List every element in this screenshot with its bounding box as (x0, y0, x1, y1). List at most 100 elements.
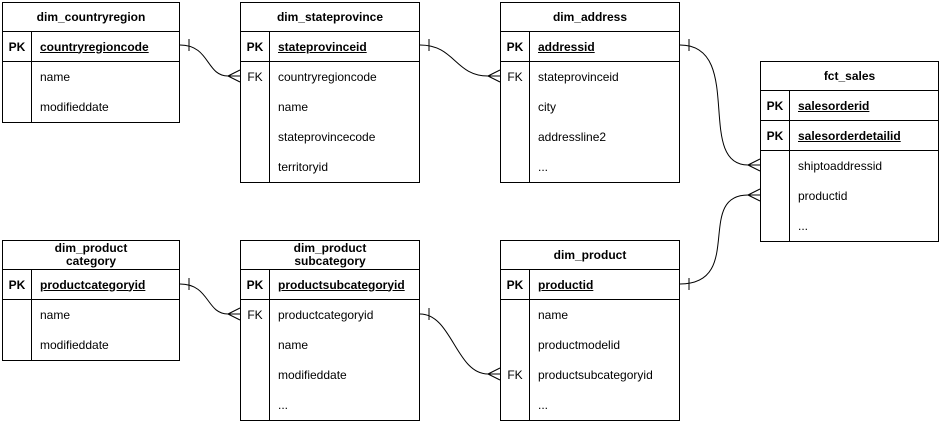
relationship-address-fctsales[interactable] (679, 39, 761, 172)
relationship-subcategory-product[interactable] (419, 308, 501, 381)
pk-badge: PK (501, 32, 530, 61)
column-name: name (40, 308, 71, 322)
table-row: PK productsubcategoryid (241, 270, 419, 300)
column-name: stateprovinceid (538, 70, 619, 84)
entity-dim-productsubcategory[interactable]: dim_product subcategory PK productsubcat… (240, 240, 420, 421)
column-name: ... (278, 398, 289, 412)
column-name: modifieddate (278, 368, 347, 382)
key-badge (501, 300, 530, 330)
fk-badge: FK (501, 62, 530, 92)
column-name: modifieddate (40, 100, 109, 114)
column-name: addressline2 (538, 130, 607, 144)
fk-badge: FK (241, 62, 270, 92)
relationship-stateprovince-address[interactable] (419, 39, 501, 83)
table-row: modifieddate (3, 92, 179, 122)
table-row: PK salesorderid (761, 91, 938, 121)
fk-badge: FK (501, 360, 530, 390)
column-name: salesorderdetailid (798, 128, 901, 143)
column-name: city (538, 100, 556, 114)
pk-badge: PK (241, 270, 270, 299)
entity-dim-stateprovince[interactable]: dim_stateprovince PK stateprovinceid FK … (240, 2, 420, 183)
table-row: FK stateprovinceid (501, 62, 679, 92)
column-name: productid (798, 189, 848, 203)
many-crowfoot-marker (487, 69, 501, 83)
table-title: dim_product category (3, 241, 179, 270)
key-badge (3, 330, 32, 360)
relationship-product-fctsales[interactable] (679, 188, 761, 290)
column-name: addressid (538, 39, 595, 54)
column-name: productid (538, 277, 594, 292)
key-badge (241, 390, 270, 420)
column-name: ... (538, 160, 549, 174)
table-title-line: dim_stateprovince (276, 9, 384, 24)
table-title-line: fct_sales (823, 68, 876, 83)
entity-dim-address[interactable]: dim_address PK addressid FK stateprovinc… (500, 2, 680, 183)
entity-dim-countryregion[interactable]: dim_countryregion PK countryregioncode n… (2, 2, 180, 123)
table-row: name (501, 300, 679, 330)
column-name: name (278, 338, 309, 352)
column-name: productcategoryid (278, 308, 374, 322)
column-name: countryregioncode (40, 39, 149, 54)
table-title-line: dim_countryregion (36, 9, 146, 24)
table-title-line: dim_product (54, 241, 128, 255)
pk-badge: PK (3, 32, 32, 61)
pk-badge: PK (761, 121, 790, 150)
table-row: ... (761, 211, 938, 241)
relationship-line[interactable] (419, 313, 489, 375)
relationship-line[interactable] (179, 44, 229, 77)
table-row: territoryid (241, 152, 419, 182)
relationship-productcategory-subcategory[interactable] (179, 278, 241, 321)
column-name: ... (798, 219, 809, 233)
relationship-line[interactable] (179, 283, 229, 315)
table-row: productmodelid (501, 330, 679, 360)
key-badge (241, 330, 270, 360)
entity-fct-sales[interactable]: fct_sales PK salesorderid PK salesorderd… (760, 61, 939, 242)
fk-badge: FK (241, 300, 270, 330)
key-badge (241, 122, 270, 152)
table-title-line: subcategory (294, 254, 366, 268)
column-name: name (278, 100, 309, 114)
many-crowfoot-marker (747, 188, 761, 202)
column-name: shiptoaddressid (798, 159, 883, 173)
relationship-line[interactable] (419, 44, 489, 77)
pk-badge: PK (241, 32, 270, 61)
pk-badge: PK (761, 91, 790, 120)
table-row: stateprovincecode (241, 122, 419, 152)
column-name: productmodelid (538, 338, 621, 352)
table-row: ... (501, 390, 679, 420)
relationship-line[interactable] (679, 44, 749, 166)
column-name: ... (538, 398, 549, 412)
table-title-line: category (65, 254, 117, 268)
table-row: ... (501, 152, 679, 182)
many-crowfoot-marker (227, 69, 241, 83)
key-badge (761, 181, 790, 211)
key-badge (501, 92, 530, 122)
table-row: name (3, 300, 179, 330)
key-badge (241, 92, 270, 122)
table-title: dim_product (501, 241, 679, 270)
table-title-line: dim_address (552, 9, 628, 24)
key-badge (241, 152, 270, 182)
table-row: FK productsubcategoryid (501, 360, 679, 390)
entity-dim-product[interactable]: dim_product PK productid name productmod… (500, 240, 680, 421)
table-row: name (3, 62, 179, 92)
key-badge (3, 62, 32, 92)
many-crowfoot-marker (747, 158, 761, 172)
table-title-line: dim_product (553, 247, 627, 262)
relationship-line[interactable] (679, 194, 749, 285)
entity-dim-productcategory[interactable]: dim_product category PK productcategoryi… (2, 240, 180, 361)
table-title-line: dim_product (293, 241, 367, 255)
key-badge (241, 360, 270, 390)
key-badge (501, 122, 530, 152)
table-row: PK stateprovinceid (241, 32, 419, 62)
table-row: productid (761, 181, 938, 211)
relationship-countryregion-stateprovince[interactable] (179, 39, 241, 83)
table-row: name (241, 92, 419, 122)
table-title: dim_stateprovince (241, 3, 419, 32)
column-name: name (538, 308, 569, 322)
column-name: productsubcategoryid (538, 368, 653, 382)
key-badge (501, 152, 530, 182)
key-badge (501, 390, 530, 420)
column-name: stateprovinceid (278, 39, 367, 54)
